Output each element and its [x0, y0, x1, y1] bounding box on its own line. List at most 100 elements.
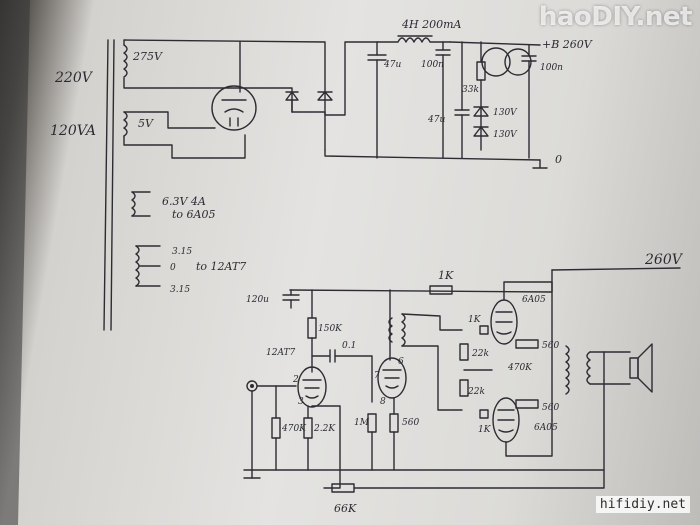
- zener-1: [473, 106, 489, 117]
- output-transformer-primary: [565, 345, 570, 395]
- amplifier-section: 260V 120u 1K 150K 12AT7 2 3: [243, 252, 684, 515]
- transformer-core-line-2: [110, 39, 115, 331]
- diode-join-wire: [291, 111, 326, 151]
- pin-3-label: 3: [298, 397, 304, 407]
- heater-1-voltage: 6.3V 4A: [162, 195, 206, 208]
- pin-2-label: 2: [292, 375, 299, 385]
- rect-heater-label: 5V: [138, 117, 154, 130]
- rect-heater-wire-b: [123, 134, 246, 159]
- heater-coil-2: [135, 245, 140, 287]
- res-1k-g2-label: 1K: [478, 425, 492, 435]
- feedback-wire: [311, 405, 341, 489]
- res-560-a: [515, 339, 539, 349]
- res-1k-top: [429, 285, 453, 295]
- res-2k2-label: 2.2K: [313, 424, 336, 434]
- tube-12at7-b: [377, 357, 407, 399]
- power-supply-section: 220V 120VA 275V 5V: [50, 18, 593, 331]
- rect-heater-coil: [123, 111, 128, 137]
- res-470k-label: 470K: [281, 424, 307, 434]
- heater-2-center-label: 0: [170, 263, 176, 273]
- cap-out: [521, 55, 537, 62]
- res-1m-label: 1M: [354, 418, 370, 428]
- rect-heater-wire-a: [123, 111, 216, 129]
- transformer-core-line: [103, 39, 109, 331]
- res-1k-top-label: 1K: [438, 269, 454, 282]
- input-jack-center: [250, 384, 254, 388]
- plate-return-1: [503, 281, 553, 421]
- cap-100n: [435, 49, 451, 56]
- supply-rail: [289, 269, 553, 293]
- watermark-hifidiy: hifidiy.net: [595, 496, 690, 513]
- ground-rail: [324, 149, 541, 161]
- watermark-haodiy: haoDIY.net: [538, 2, 693, 32]
- output-tube-1-internals: [495, 311, 513, 335]
- pin-7-label: 7: [374, 371, 380, 381]
- res-560-a-label: 560: [542, 341, 559, 351]
- tube-12at7-a-internals: [302, 379, 322, 399]
- cap-47u-2: [454, 109, 470, 116]
- heater-coil-1: [131, 191, 136, 217]
- va-rating-label: 120VA: [50, 123, 96, 139]
- interstage-secondary: [401, 313, 406, 347]
- choke-coil: [377, 37, 451, 43]
- supply-rail-right: [551, 267, 681, 271]
- plate-return-2: [505, 419, 553, 457]
- heater-2-top: 3.15: [172, 247, 192, 257]
- heater-1-target: to 6A05: [172, 208, 215, 221]
- cap-out-label: 100n: [540, 63, 563, 73]
- mains-voltage-label: 220V: [54, 70, 94, 86]
- hv-winding-label: 275V: [132, 50, 163, 63]
- res-150k: [307, 317, 317, 339]
- interstage-primary: [388, 317, 393, 343]
- amp-supply-label: 260V: [644, 252, 684, 268]
- tube-12at7-label: 12AT7: [266, 348, 295, 358]
- res-22k-1-label: 22k: [471, 349, 489, 359]
- diode-2: [317, 91, 333, 101]
- grid-wire-2: [401, 345, 463, 411]
- b-plus-rail: [449, 41, 541, 46]
- res-66k-label: 66K: [334, 502, 357, 515]
- heater-2-bottom: 3.15: [170, 285, 190, 295]
- res-560-b: [515, 399, 539, 409]
- cap-120u-label: 120u: [246, 295, 269, 305]
- rectifier-tube-internals: [221, 99, 247, 127]
- res-22k-1: [459, 343, 469, 361]
- res-470k: [271, 417, 281, 439]
- grid-wire-1: [401, 313, 463, 331]
- res-560-b-label: 560: [542, 403, 559, 413]
- res-1m: [367, 413, 377, 433]
- rectifier-tube: [211, 85, 257, 131]
- cap-120u: [282, 294, 300, 301]
- heater-section: 6.3V 4A to 6A05 3.15 0 to 12AT7 3.15: [131, 191, 246, 295]
- pin-8-label: 8: [380, 397, 386, 407]
- zener-1-label: 130V: [493, 108, 518, 118]
- cap-wire: [324, 41, 379, 116]
- res-1k-g2: [479, 409, 489, 419]
- reservoir-cap-label: 47u: [383, 60, 401, 70]
- coupling-wire-b: [334, 355, 373, 403]
- speaker-cone: [637, 343, 653, 393]
- res-22k-2-label: 22k: [467, 387, 485, 397]
- regulator-transistor-2: [504, 48, 532, 76]
- output-tube-2-label: 6A05: [534, 423, 558, 433]
- feedback-return: [353, 379, 605, 489]
- ground-label: 0: [555, 153, 562, 166]
- regulator-transistor: [481, 47, 511, 77]
- res-33k-label: 33k: [462, 85, 479, 95]
- res-560-label: 560: [402, 418, 419, 428]
- hv-bottom-wire: [123, 77, 293, 113]
- cap-01-label: 0.1: [342, 341, 356, 351]
- cap-01: [329, 349, 336, 363]
- res-150k-label: 150K: [318, 324, 343, 334]
- output-tube-1-label: 6A05: [522, 295, 546, 305]
- tube-12at7-a: [297, 366, 327, 408]
- res-33k: [476, 61, 486, 81]
- heater-2-target: to 12AT7: [196, 260, 246, 273]
- ground-symbol: [532, 159, 548, 169]
- hv-top-wire: [123, 39, 326, 116]
- zener-2: [473, 126, 489, 137]
- zener-2-label: 130V: [493, 130, 518, 140]
